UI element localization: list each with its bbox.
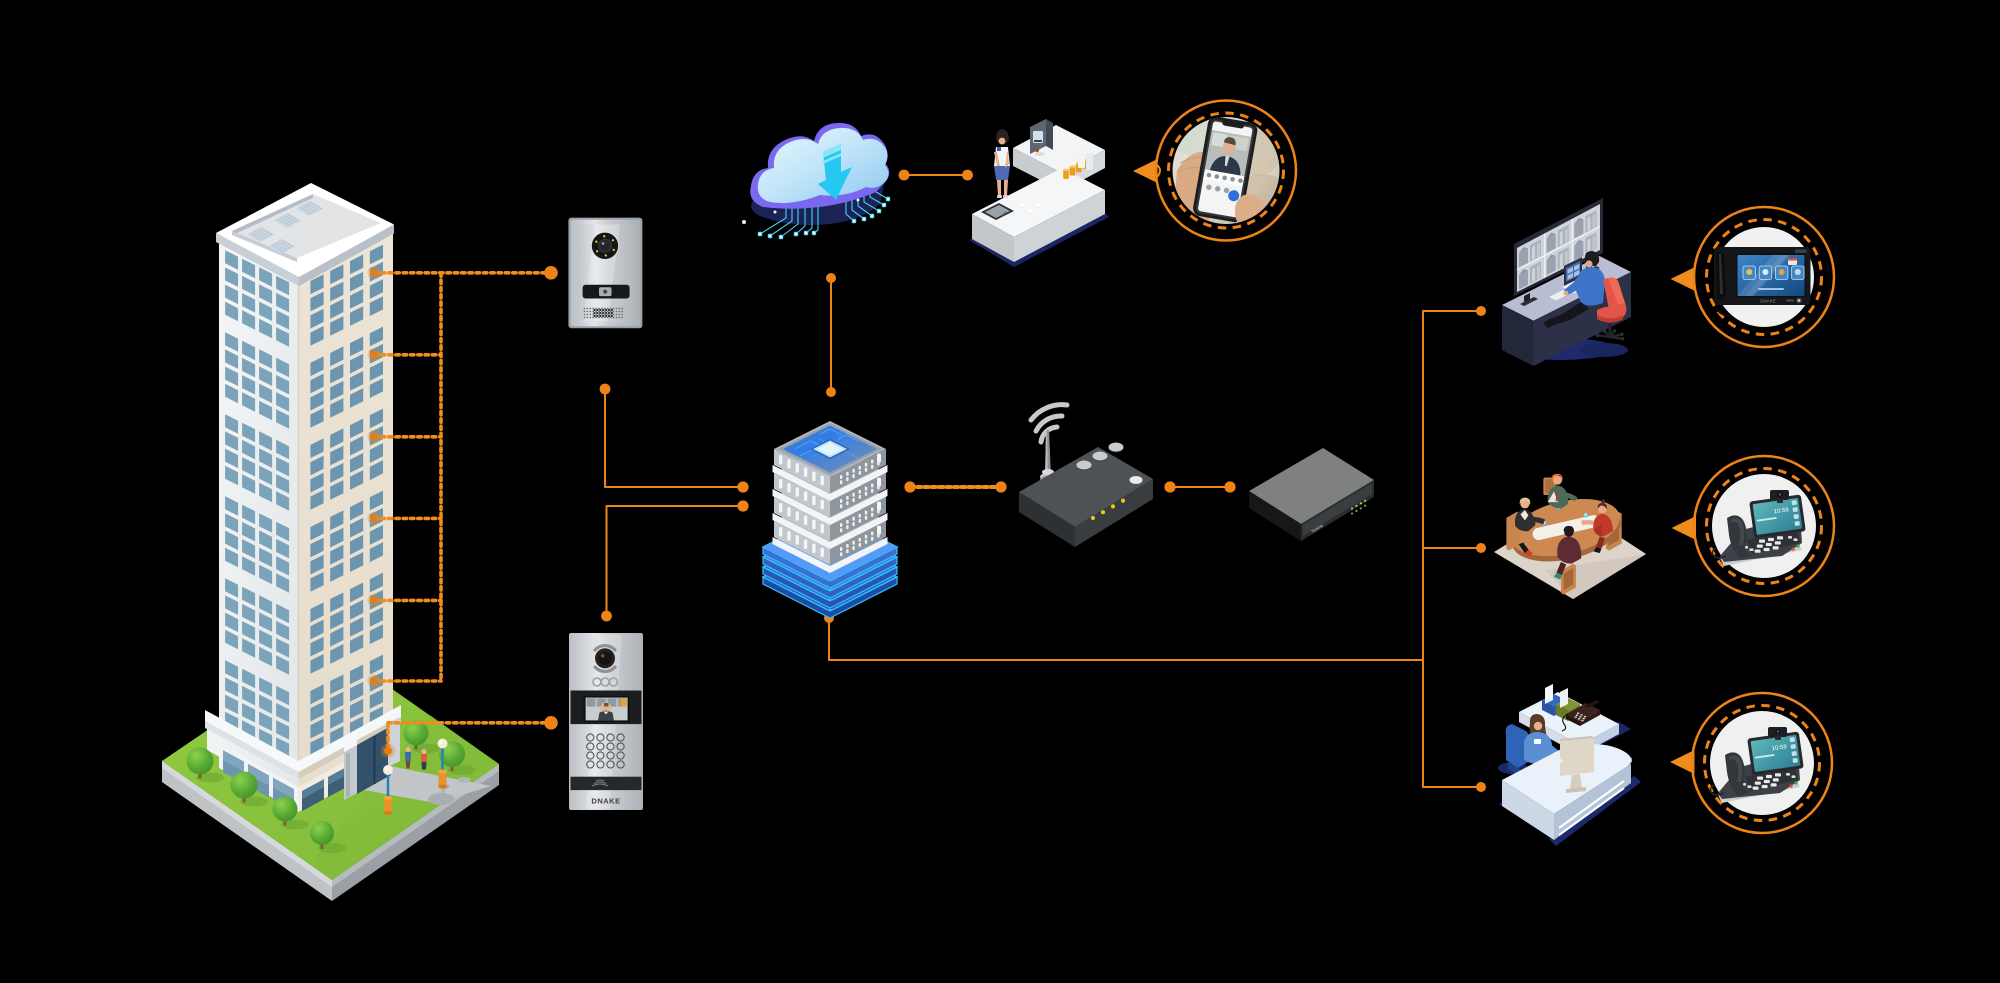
svg-text:10:58: 10:58	[1771, 744, 1787, 752]
svg-text:DNAKE: DNAKE	[591, 797, 620, 806]
svg-text:DNAKE: DNAKE	[1760, 299, 1776, 304]
svg-text:Yeastar: Yeastar	[1310, 522, 1325, 534]
svg-text:10:58: 10:58	[1773, 507, 1789, 515]
